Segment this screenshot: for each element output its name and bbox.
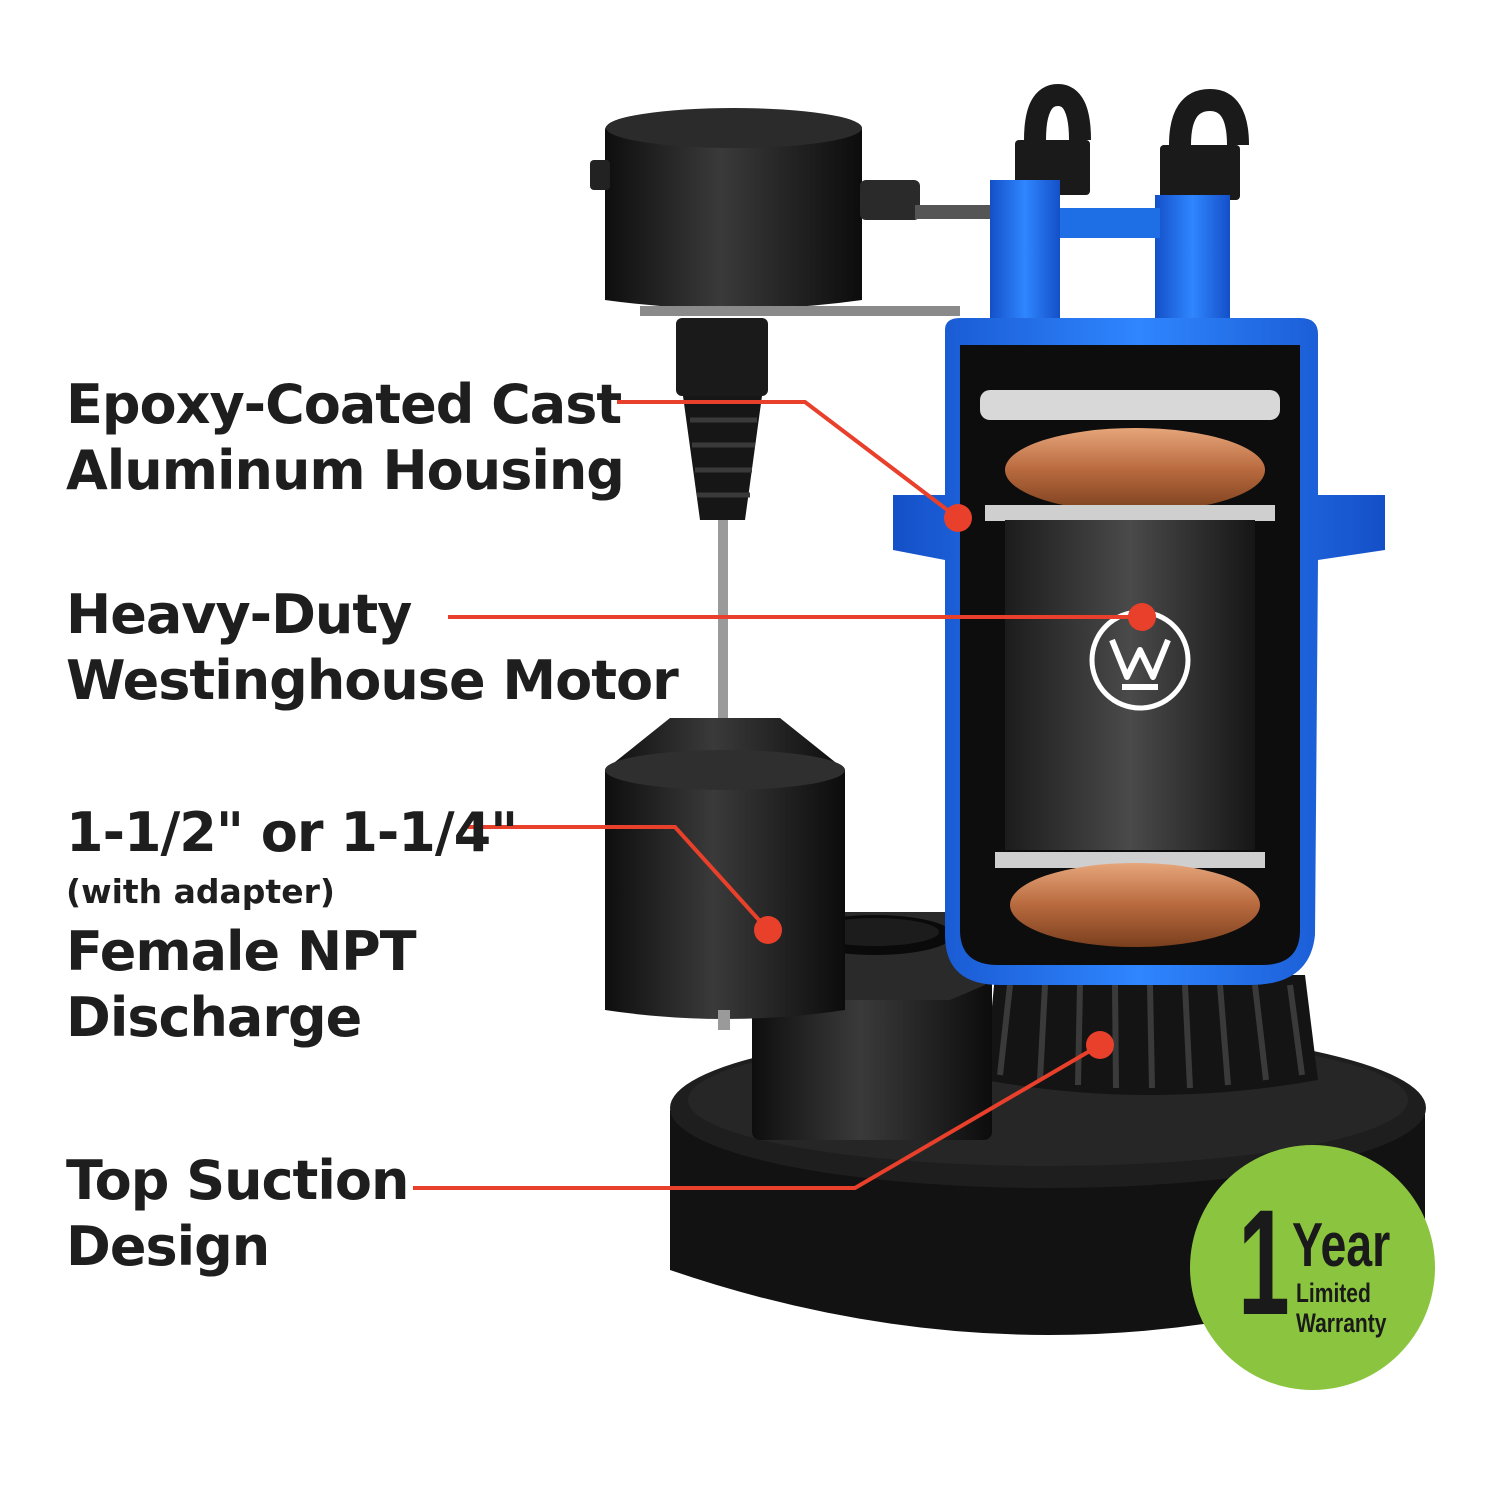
callout-motor-line2: Westinghouse Motor <box>66 648 679 712</box>
callout-line-discharge <box>468 825 770 932</box>
callout-motor-line1: Heavy-Duty <box>66 583 412 646</box>
callout-dot-icon <box>1086 1031 1114 1059</box>
warranty-number: 1 <box>1238 1178 1290 1346</box>
float-switch <box>590 108 1000 1030</box>
callout-discharge-line2: Female NPT <box>66 919 417 983</box>
callout-housing: Epoxy-Coated Cast Aluminum Housing <box>66 372 625 504</box>
warranty-label: Warranty <box>1296 1308 1387 1338</box>
callout-dot-icon <box>1128 603 1156 631</box>
callout-line-suction <box>413 1043 1102 1190</box>
callout-motor: Heavy-Duty Westinghouse Motor <box>66 582 679 714</box>
warranty-limited: Limited <box>1296 1278 1371 1308</box>
callout-discharge-note: (with adapter) <box>66 871 335 911</box>
warranty-unit: Year <box>1292 1211 1391 1280</box>
callout-discharge: 1-1/2" or 1-1/4" (with adapter) Female N… <box>66 800 518 1050</box>
callout-suction-line2: Design <box>66 1214 270 1278</box>
callout-dot-icon <box>754 916 782 944</box>
callout-housing-line1: Epoxy-Coated Cast <box>66 373 622 436</box>
callout-housing-line2: Aluminum Housing <box>66 438 625 502</box>
motor-internals <box>980 390 1280 947</box>
callout-suction-line1: Top Suction <box>66 1149 409 1212</box>
callout-discharge-line3: Discharge <box>66 985 362 1049</box>
callout-lines <box>413 400 1142 1190</box>
warranty-badge: 1 Year Limited Warranty <box>1190 1145 1435 1390</box>
callout-dot-icon <box>944 504 972 532</box>
callout-discharge-line1: 1-1/2" or 1-1/4" <box>66 801 518 864</box>
suction-fins <box>985 975 1318 1095</box>
callout-line-housing <box>617 400 960 520</box>
callout-suction: Top Suction Design <box>66 1148 409 1280</box>
